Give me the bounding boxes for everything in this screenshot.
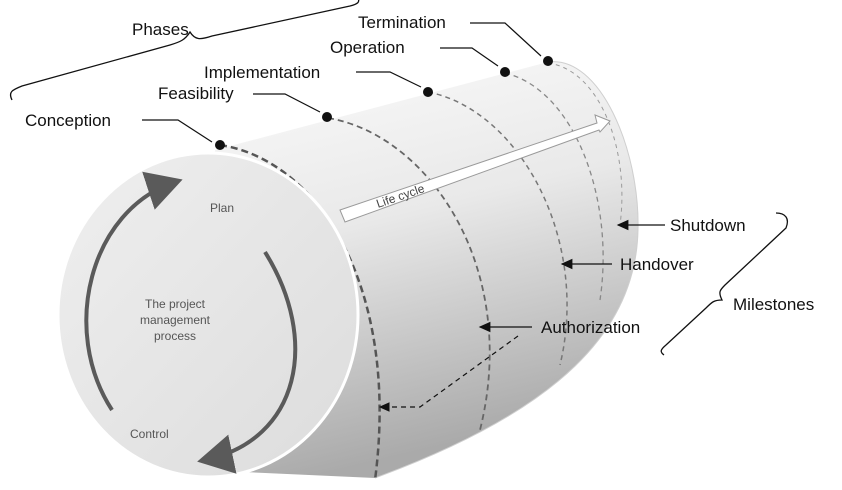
phase-operation-leader (440, 47, 499, 67)
phase-boundary-2 (327, 117, 491, 431)
milestones-brace (660, 212, 789, 356)
process-arrow-upper (84, 171, 183, 412)
phase-boundary-5 (547, 62, 623, 226)
phase-implementation-leader (356, 71, 422, 88)
authorization-dashed-link (378, 335, 519, 412)
phase-operation-label: Operation (330, 38, 405, 57)
phase-conception-label: Conception (25, 111, 111, 130)
phase-implementation-dot (423, 87, 433, 97)
milestone-shutdown-label: Shutdown (670, 216, 746, 235)
milestone-handover-label: Handover (620, 255, 694, 274)
phase-feasibility-dot (322, 112, 332, 122)
cylinder-far-edge (374, 61, 639, 479)
process-line-1: The project (145, 297, 206, 311)
phase-feasibility-leader (253, 93, 321, 113)
phase-feasibility-label: Feasibility (158, 84, 234, 103)
process-line-3: process (154, 329, 196, 343)
phase-conception-leader (142, 119, 213, 143)
plan-label: Plan (210, 201, 234, 215)
cylinder-front-face (56, 151, 360, 479)
phase-boundary-4 (504, 72, 604, 301)
process-line-2: management (140, 313, 211, 327)
phase-boundary-3 (427, 91, 568, 366)
process-arrow-lower (197, 250, 298, 474)
phase-termination-leader (470, 22, 542, 57)
phase-conception-dot (215, 140, 225, 150)
phase-implementation-label: Implementation (204, 63, 320, 82)
control-label: Control (130, 427, 169, 441)
phases-heading: Phases (132, 20, 189, 39)
phases-brace (9, 0, 360, 101)
phase-termination-dot (543, 56, 553, 66)
phase-termination-label: Termination (358, 13, 446, 32)
phase-operation-dot (500, 67, 510, 77)
milestone-authorization-label: Authorization (541, 318, 640, 337)
milestones-heading: Milestones (733, 295, 814, 314)
life-cycle-arrow (339, 114, 611, 223)
